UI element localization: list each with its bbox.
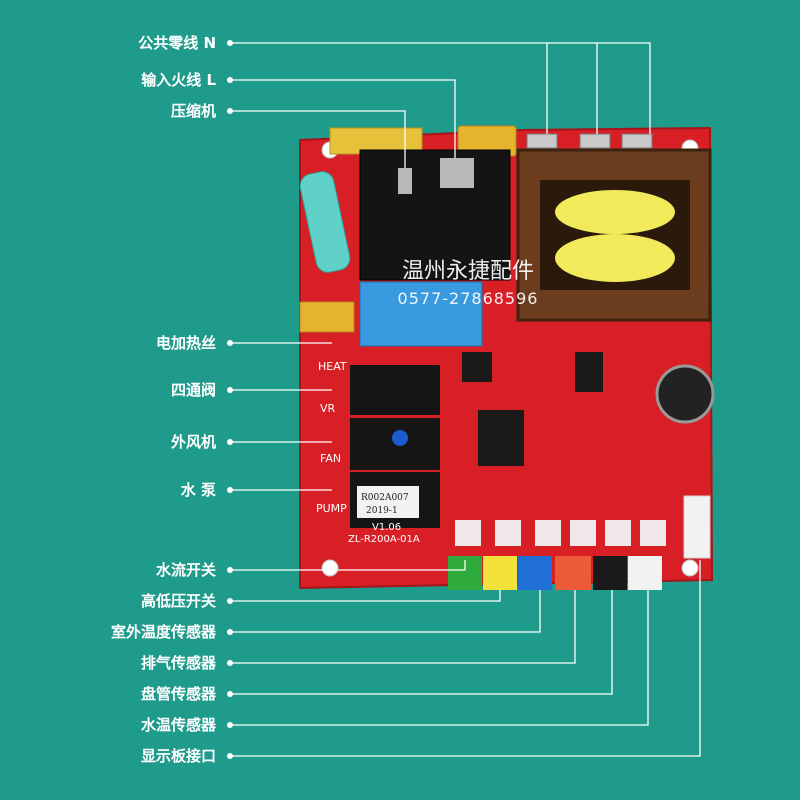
leader-exhaust xyxy=(230,590,576,664)
label-coil-sensor: 盘管传感器 xyxy=(140,685,216,703)
watermark-phone: 0577-27868596 xyxy=(398,289,539,308)
four-way-relay xyxy=(350,365,440,415)
label-outdoor-fan: 外风机 xyxy=(170,433,216,451)
ic-chip xyxy=(462,352,492,382)
watermark-brand: 温州永捷配件 xyxy=(402,259,534,284)
transformer-coil-bottom xyxy=(555,234,675,282)
label-compressor: 压缩机 xyxy=(170,102,216,120)
leader-live xyxy=(230,79,456,158)
blade-terminal-3 xyxy=(621,133,653,149)
label-neutral: 公共零线 N xyxy=(138,34,216,52)
blade-terminal-1 xyxy=(526,133,558,149)
mount-hole xyxy=(321,559,339,577)
leader-water-temp xyxy=(230,590,649,726)
side-terminal xyxy=(299,301,355,333)
label-heater: 电加热丝 xyxy=(155,334,216,352)
label-four-way-valve: 四通阀 xyxy=(170,381,216,399)
leader-dots xyxy=(227,40,233,759)
connector-orange xyxy=(555,556,591,590)
label-outdoor-temp-sensor: 室外温度传感器 xyxy=(110,623,216,641)
silk-heat: HEAT xyxy=(318,360,347,373)
leader-coil xyxy=(230,590,613,695)
silk-fan: FAN xyxy=(320,452,341,465)
label-water-pump: 水 泵 xyxy=(180,481,216,499)
leader-lines xyxy=(230,42,701,757)
heater-relay xyxy=(359,281,483,347)
fan-relay-dot xyxy=(392,430,408,446)
label-live: 输入火线 L xyxy=(141,71,216,89)
leader-outdoor-temp xyxy=(230,590,541,633)
label-water-flow-switch: 水流开关 xyxy=(155,561,216,579)
leader-compressor xyxy=(230,110,406,168)
connector-blue xyxy=(518,556,552,590)
relay-terminal xyxy=(398,168,412,194)
compressor-relay xyxy=(359,149,511,281)
leader-neutral xyxy=(230,42,651,134)
chip-date: 2019-1 xyxy=(366,506,398,516)
label-pressure-switch: 高低压开关 xyxy=(140,592,216,610)
relay-terminal xyxy=(440,158,474,188)
display-connector xyxy=(683,495,711,559)
silk-model: ZL-R200A-01A xyxy=(348,534,420,545)
leader-water-flow xyxy=(230,560,466,571)
label-display-port: 显示板接口 xyxy=(140,747,216,765)
ic-chip xyxy=(478,410,524,466)
blade-terminal-2 xyxy=(579,133,611,149)
label-exhaust-sensor: 排气传感器 xyxy=(140,654,216,672)
mount-hole xyxy=(681,559,699,577)
electrolytic-capacitor xyxy=(655,364,715,424)
leader-display xyxy=(230,560,701,757)
smd-components xyxy=(455,520,666,546)
label-water-temp-sensor: 水温传感器 xyxy=(140,716,216,734)
silk-version: V1.06 xyxy=(372,522,401,533)
connector-black xyxy=(593,556,627,590)
connector-yellow xyxy=(483,556,517,590)
connector-white xyxy=(628,556,662,590)
transformer-coil-top xyxy=(555,190,675,234)
fuse xyxy=(299,171,351,273)
silk-pump: PUMP xyxy=(316,502,347,515)
silk-vr: VR xyxy=(320,402,336,415)
pump-relay-label-bg xyxy=(357,486,419,518)
ic-chip xyxy=(575,352,603,392)
leader-pressure xyxy=(230,590,501,602)
chip-code: R002A007 xyxy=(361,493,409,503)
